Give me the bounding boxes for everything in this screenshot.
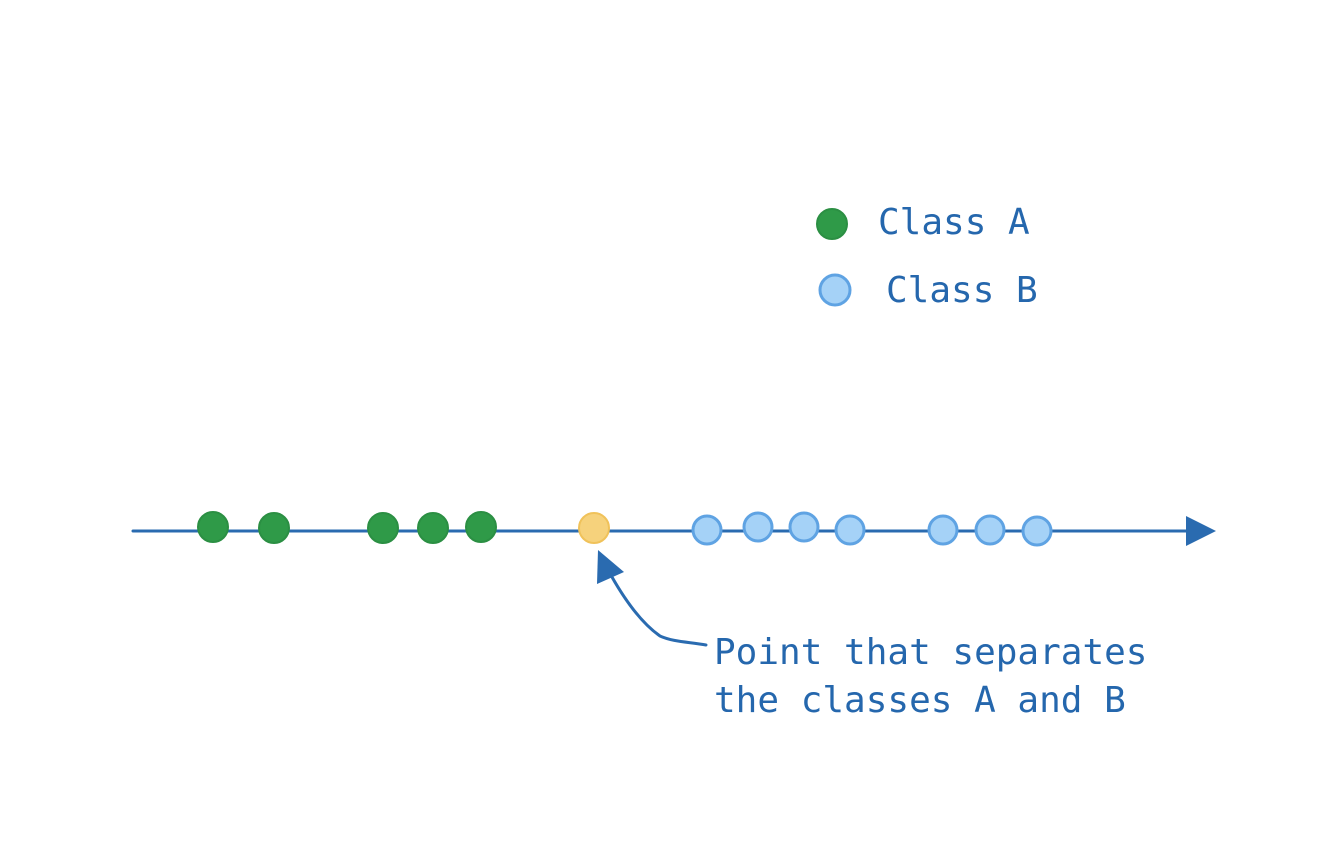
legend: Class A Class B	[816, 202, 1038, 311]
class-b-point	[927, 514, 959, 546]
annotation-arrow	[597, 550, 708, 647]
class-b-point	[788, 511, 820, 543]
class-a-point	[197, 511, 229, 543]
class-a-point	[465, 511, 497, 543]
annotation-line-1: Point that separates	[714, 632, 1147, 673]
annotation-arrow-curve	[605, 566, 708, 647]
legend-class-b-label: Class B	[886, 270, 1038, 311]
axis-arrowhead-icon	[1186, 516, 1216, 546]
class-a-points	[197, 511, 497, 544]
class-a-point	[258, 512, 290, 544]
class-a-point	[417, 512, 449, 544]
class-b-point	[1021, 515, 1053, 547]
annotation: Point that separates the classes A and B	[714, 632, 1147, 721]
legend-class-b-marker	[818, 273, 852, 307]
class-b-point	[742, 511, 774, 543]
annotation-line-2: the classes A and B	[714, 680, 1126, 721]
class-b-point	[691, 514, 723, 546]
class-a-point	[367, 512, 399, 544]
number-line	[131, 516, 1216, 546]
separator-point	[578, 512, 610, 544]
legend-class-a-marker	[816, 208, 848, 240]
class-b-point	[974, 514, 1006, 546]
class-b-point	[834, 514, 866, 546]
legend-class-a-label: Class A	[878, 202, 1030, 243]
annotation-arrowhead-icon	[597, 550, 624, 584]
class-b-points	[691, 511, 1053, 547]
